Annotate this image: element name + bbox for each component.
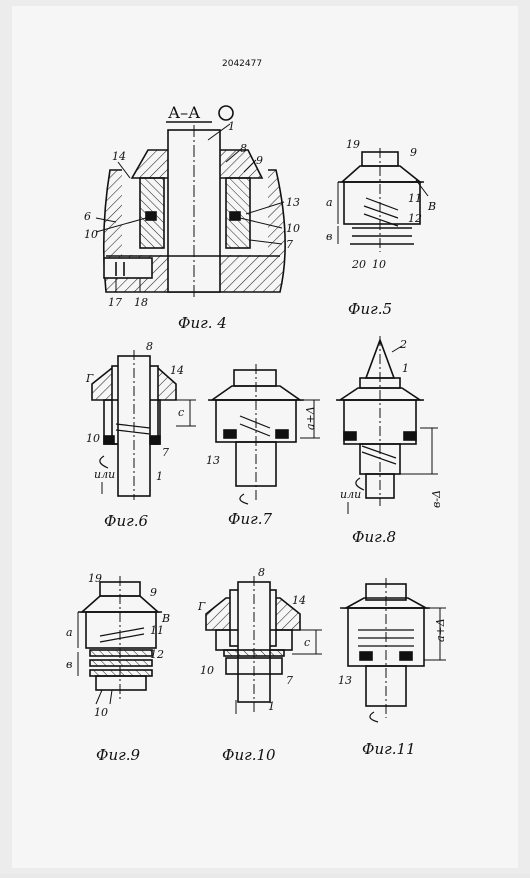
fig10-label: 14 [292,594,306,607]
fig7-caption: Фиг.7 [228,510,272,528]
fig11-caption: Фиг.11 [362,740,416,758]
fig8-caption: Фиг.8 [352,528,396,546]
figure-11-labels: a+Δ 13 Фиг.11 [338,618,447,758]
fig9-label: 10 [94,706,108,719]
figure-9-drawing [77,576,162,705]
fig5-label: 9 [410,146,417,159]
figure-6-drawing [91,350,196,500]
fig9-label: 19 [88,572,102,585]
figure-8-labels: 2 1 в-Δ или Фиг.8 [340,338,443,546]
fig11-label: 13 [338,674,352,687]
fig9-label: в [66,658,72,671]
fig4-label: 10 [84,228,98,241]
figure-9-labels: 19 9 a 11 B 12 в 10 Фиг.9 [66,572,170,764]
fig9-label: a [66,626,73,639]
fig6-label: 7 [162,446,169,459]
fig6-label: 1 [156,470,163,483]
fig4-label: 18 [134,296,148,309]
section-label: А–А [168,103,200,122]
fig10-label: 10 [200,664,214,677]
fig5-label: 19 [346,138,360,151]
fig9-label: 12 [150,648,164,661]
fig4-label: 1 [228,120,235,133]
fig6-label: Г [85,372,94,385]
fig5-label: 11 [408,192,422,205]
fig4-caption: Фиг. 4 [178,314,227,332]
figure-5-labels: 19 9 a B 11 12 в 20 10 Фиг.5 [326,138,436,318]
figure-7-drawing [208,364,320,505]
fig8-label: в-Δ [430,490,443,508]
fig6-label: 8 [146,340,153,353]
figure-11-drawing [340,578,446,723]
fig4-label: 13 [286,196,300,209]
fig8-label: 1 [402,362,409,375]
fig4-label: 6 [84,210,91,223]
fig6-label: 14 [170,364,184,377]
fig5-label: 12 [408,212,422,225]
fig8-label: 2 [399,338,407,351]
figure-4-labels: 1 8 9 14 6 10 13 10 7 17 18 Фиг. 4 [84,120,300,332]
figure-4-section: А–А [95,103,286,300]
fig6-label: c [178,406,184,419]
fig6-label: 10 [86,432,100,445]
fig10-label: Г [197,600,206,613]
fig11-label: a+Δ [434,618,447,642]
fig5-label: в [326,230,332,243]
figure-10-labels: 8 Г 14 c 10 7 1 Фиг.10 [197,566,310,764]
fig9-label: 9 [150,586,157,599]
fig4-label: 10 [286,222,300,235]
fig10-label: 1 [268,700,275,713]
figure-8-drawing [336,336,438,514]
fig10-caption: Фиг.10 [222,746,276,764]
fig9-caption: Фиг.9 [96,746,140,764]
fig8-note: или [340,488,361,501]
fig9-label: 11 [150,624,164,637]
figure-6-labels: 8 Г 14 c 10 7 1 или Фиг.6 [85,340,184,530]
fig10-label: 7 [286,674,293,687]
fig5-label: B [427,200,436,213]
fig4-label: 14 [112,150,126,163]
fig5-caption: Фиг.5 [348,300,392,318]
fig4-label: 8 [240,142,247,155]
fig4-label: 17 [108,296,122,309]
fig7-label: a+Δ [304,406,317,430]
fig6-note: или [94,468,115,481]
fig10-label: 8 [258,566,265,579]
figure-5-drawing [337,148,429,252]
fig5-label: a [326,196,333,209]
figure-10-drawing [205,576,322,714]
fig6-caption: Фиг.6 [104,512,148,530]
fig9-label: B [161,612,170,625]
document-number: 2042477 [222,59,262,69]
fig10-label: c [304,636,310,649]
fig4-label: 9 [256,154,263,167]
fig7-label: 13 [206,454,220,467]
fig4-label: 7 [286,238,293,251]
fig5-label: 10 [372,258,386,271]
fig5-label: 20 [351,258,366,271]
figure-7-labels: a+Δ 13 Фиг.7 [206,406,317,528]
